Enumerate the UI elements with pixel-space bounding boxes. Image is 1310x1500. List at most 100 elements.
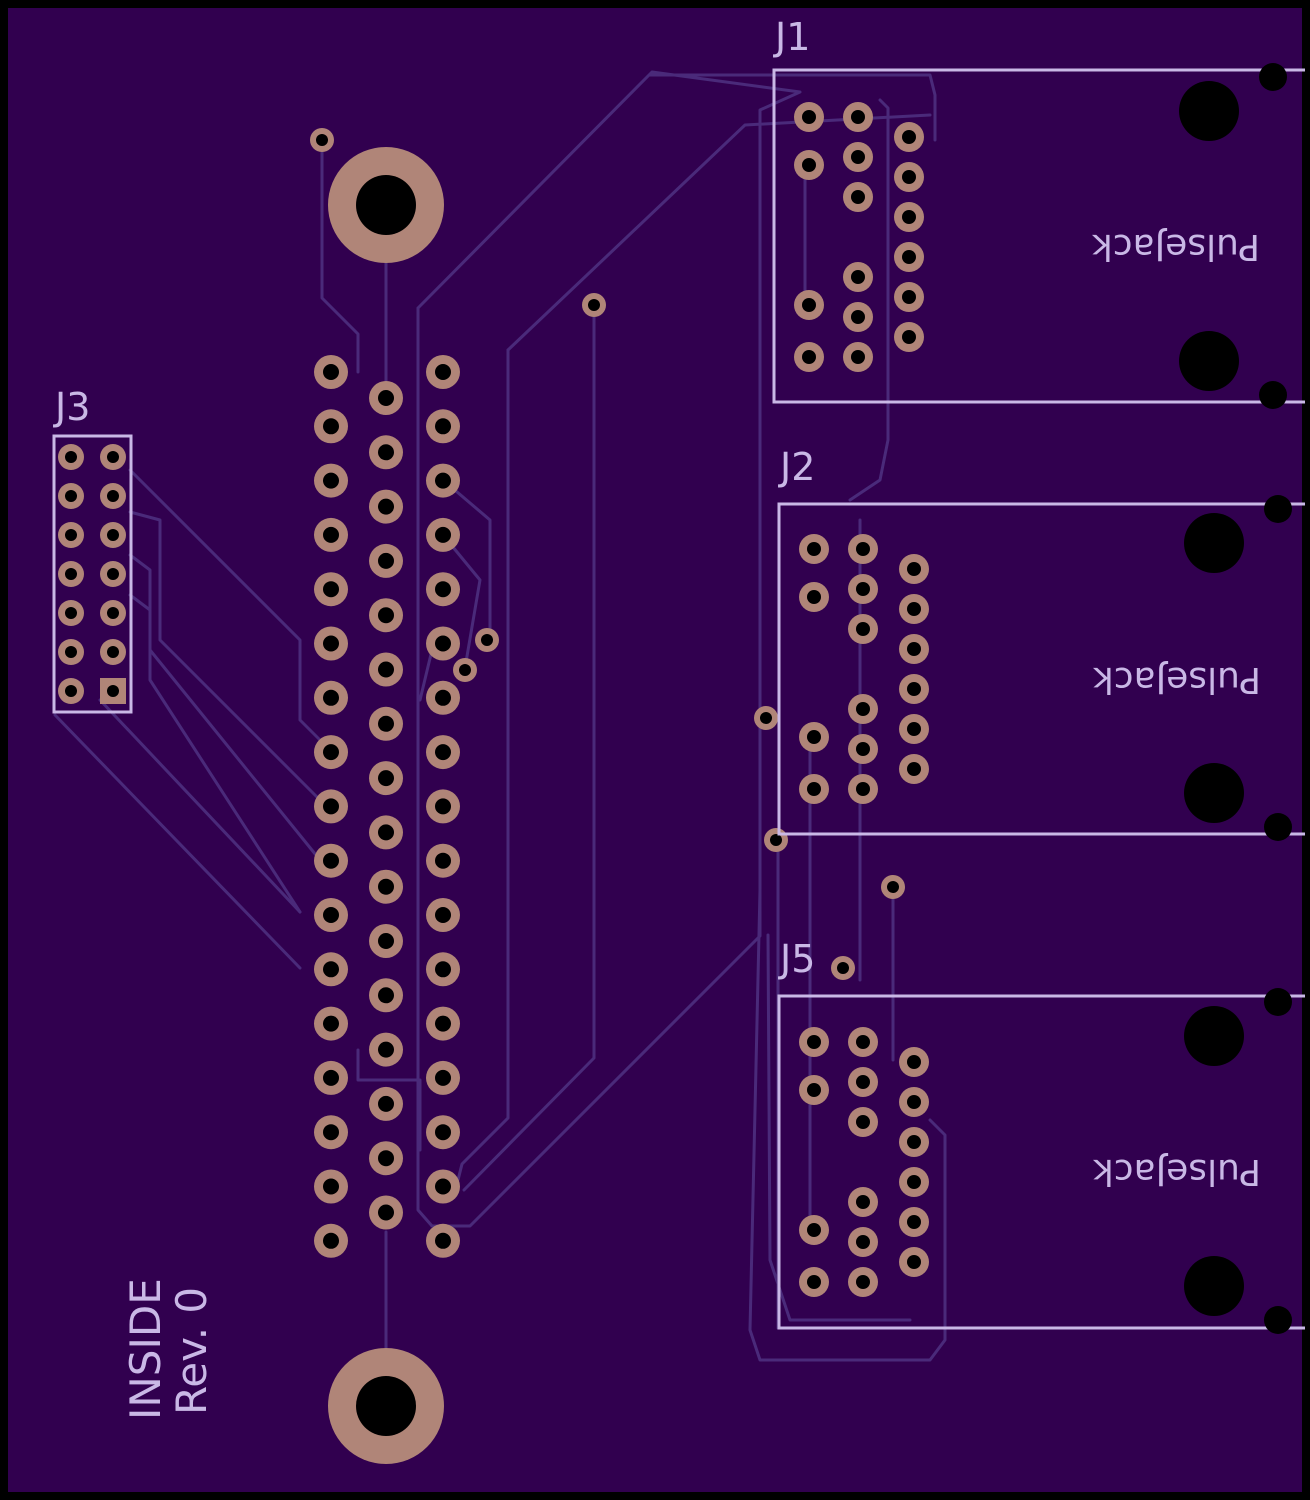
main-header-pin-drill	[435, 852, 451, 869]
jack-shield-hole	[1264, 813, 1292, 841]
jack-pin-drill	[802, 298, 816, 312]
main-header-pin-drill	[378, 1095, 394, 1112]
jack-pin-drill	[902, 130, 916, 144]
via-drill	[760, 712, 772, 724]
jack-pin-drill	[851, 190, 865, 204]
jack-pin-drill	[856, 1235, 870, 1249]
j5-outline	[777, 994, 1305, 1330]
jack-pin-drill	[856, 742, 870, 756]
main-header-pin-drill	[435, 418, 451, 435]
board-name: INSIDE	[121, 1278, 170, 1420]
jack-mount-hole	[1184, 1256, 1244, 1316]
jack-pin-drill	[902, 290, 916, 304]
j1-label: J1	[773, 15, 810, 59]
main-header-pin-drill	[378, 878, 394, 895]
j3-pin-drill	[107, 607, 119, 619]
j1-part-label: PulseJack	[1092, 226, 1260, 267]
jack-pin-drill	[902, 250, 916, 264]
jack-pin-drill	[907, 1135, 921, 1149]
j2-pins	[799, 495, 1292, 841]
mounting-hole-top	[328, 147, 444, 263]
main-header-pin-drill	[378, 390, 394, 406]
j3-pin-drill	[65, 529, 77, 541]
main-header-pin-drill	[323, 798, 339, 815]
via-drill	[459, 664, 471, 676]
j3-pin-drill	[107, 685, 119, 697]
jack-pin-drill	[907, 682, 921, 696]
main-header-pin-drill	[435, 1124, 451, 1141]
jack-pin-drill	[856, 622, 870, 636]
j3-pin-drill	[107, 451, 119, 463]
j3-pins	[58, 444, 126, 704]
main-header-pin-drill	[378, 933, 394, 949]
main-header-pin-drill	[435, 907, 451, 923]
main-header-pin-drill	[323, 1015, 339, 1032]
jack-pin-drill	[856, 1195, 870, 1209]
jack-pin-drill	[851, 350, 865, 364]
main-header-pin-drill	[435, 526, 451, 543]
copper-traces	[53, 70, 947, 1412]
j3-outline	[52, 434, 133, 714]
jack-pin-drill	[856, 542, 870, 556]
jack-pin-drill	[902, 210, 916, 224]
jack-mount-hole	[1184, 513, 1244, 573]
main-header-pin-drill	[378, 444, 394, 461]
jack-pin-drill	[807, 1223, 821, 1237]
main-header-pin-drill	[378, 498, 394, 515]
jack-pin-drill	[807, 542, 821, 556]
jack-pin-drill	[807, 590, 821, 604]
jack-pin-drill	[802, 350, 816, 364]
jack-mount-hole	[1184, 1006, 1244, 1066]
jack-pin-drill	[802, 110, 816, 124]
main-header-pin-drill	[378, 824, 394, 841]
j5-jack: J5 PulseJack	[777, 937, 1305, 1334]
jack-pin-drill	[851, 150, 865, 164]
j3-pin-drill	[65, 568, 77, 580]
main-header-pin-drill	[435, 364, 451, 380]
j2-jack: J2 PulseJack	[777, 445, 1305, 841]
main-header-pin-drill	[378, 607, 394, 624]
jack-pin-drill	[902, 330, 916, 344]
main-header-pin-drill	[435, 744, 451, 761]
jack-pin-drill	[907, 602, 921, 616]
jack-pin-drill	[856, 582, 870, 596]
jack-pin-drill	[907, 1055, 921, 1069]
jack-pin-drill	[907, 642, 921, 656]
jack-pin-drill	[807, 1035, 821, 1049]
jack-pin-drill	[856, 1035, 870, 1049]
jack-pin-drill	[856, 702, 870, 716]
main-header-pin-drill	[323, 1232, 339, 1249]
jack-pin-drill	[907, 1175, 921, 1189]
jack-shield-hole	[1259, 381, 1287, 409]
j2-label: J2	[778, 445, 815, 489]
j3-header: J3	[52, 385, 133, 714]
j3-pin-drill	[65, 646, 77, 658]
j5-part-label: PulseJack	[1093, 1151, 1261, 1192]
via-drill	[481, 634, 493, 646]
via-drill	[588, 299, 600, 311]
via-drill	[887, 881, 899, 893]
jack-pin-drill	[851, 310, 865, 324]
via-drill	[770, 834, 782, 846]
jack-pin-drill	[807, 1275, 821, 1289]
main-header-pin-drill	[378, 661, 394, 678]
j3-pin-drill	[65, 685, 77, 697]
main-header-pin-drill	[435, 635, 451, 652]
jack-pin-drill	[907, 1095, 921, 1109]
j1-pins	[794, 63, 1287, 409]
main-header-pin-drill	[378, 1041, 394, 1058]
main-header-pin-drill	[323, 1069, 339, 1086]
main-header-pin-drill	[378, 1150, 394, 1167]
j5-label: J5	[778, 937, 815, 981]
main-header-pins	[314, 355, 460, 1258]
main-header-pin-drill	[323, 1124, 339, 1141]
jack-mount-hole	[1179, 81, 1239, 141]
jack-pin-drill	[851, 270, 865, 284]
main-header-pin-drill	[378, 987, 394, 1004]
board-revision: Rev. 0	[167, 1287, 216, 1415]
j3-pin-drill	[65, 490, 77, 502]
jack-pin-drill	[807, 1083, 821, 1097]
main-header-pin-drill	[323, 1178, 339, 1195]
